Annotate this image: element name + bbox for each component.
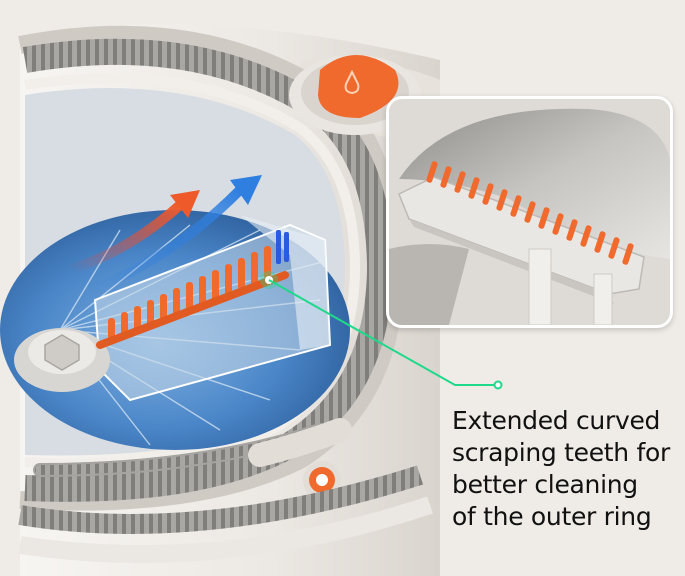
- caption-line-1: Extended curved: [452, 406, 661, 435]
- drop-icon: [344, 69, 360, 95]
- caption-line-4: of the outer ring: [452, 502, 652, 531]
- feature-caption: Extended curved scraping teeth for bette…: [452, 405, 678, 533]
- detail-inset: [386, 96, 673, 328]
- callout-pointer: [260, 271, 503, 390]
- mop-head-detail: [389, 99, 670, 325]
- caption-line-2: scraping teeth for: [452, 438, 670, 467]
- caption-line-3: better cleaning: [452, 470, 638, 499]
